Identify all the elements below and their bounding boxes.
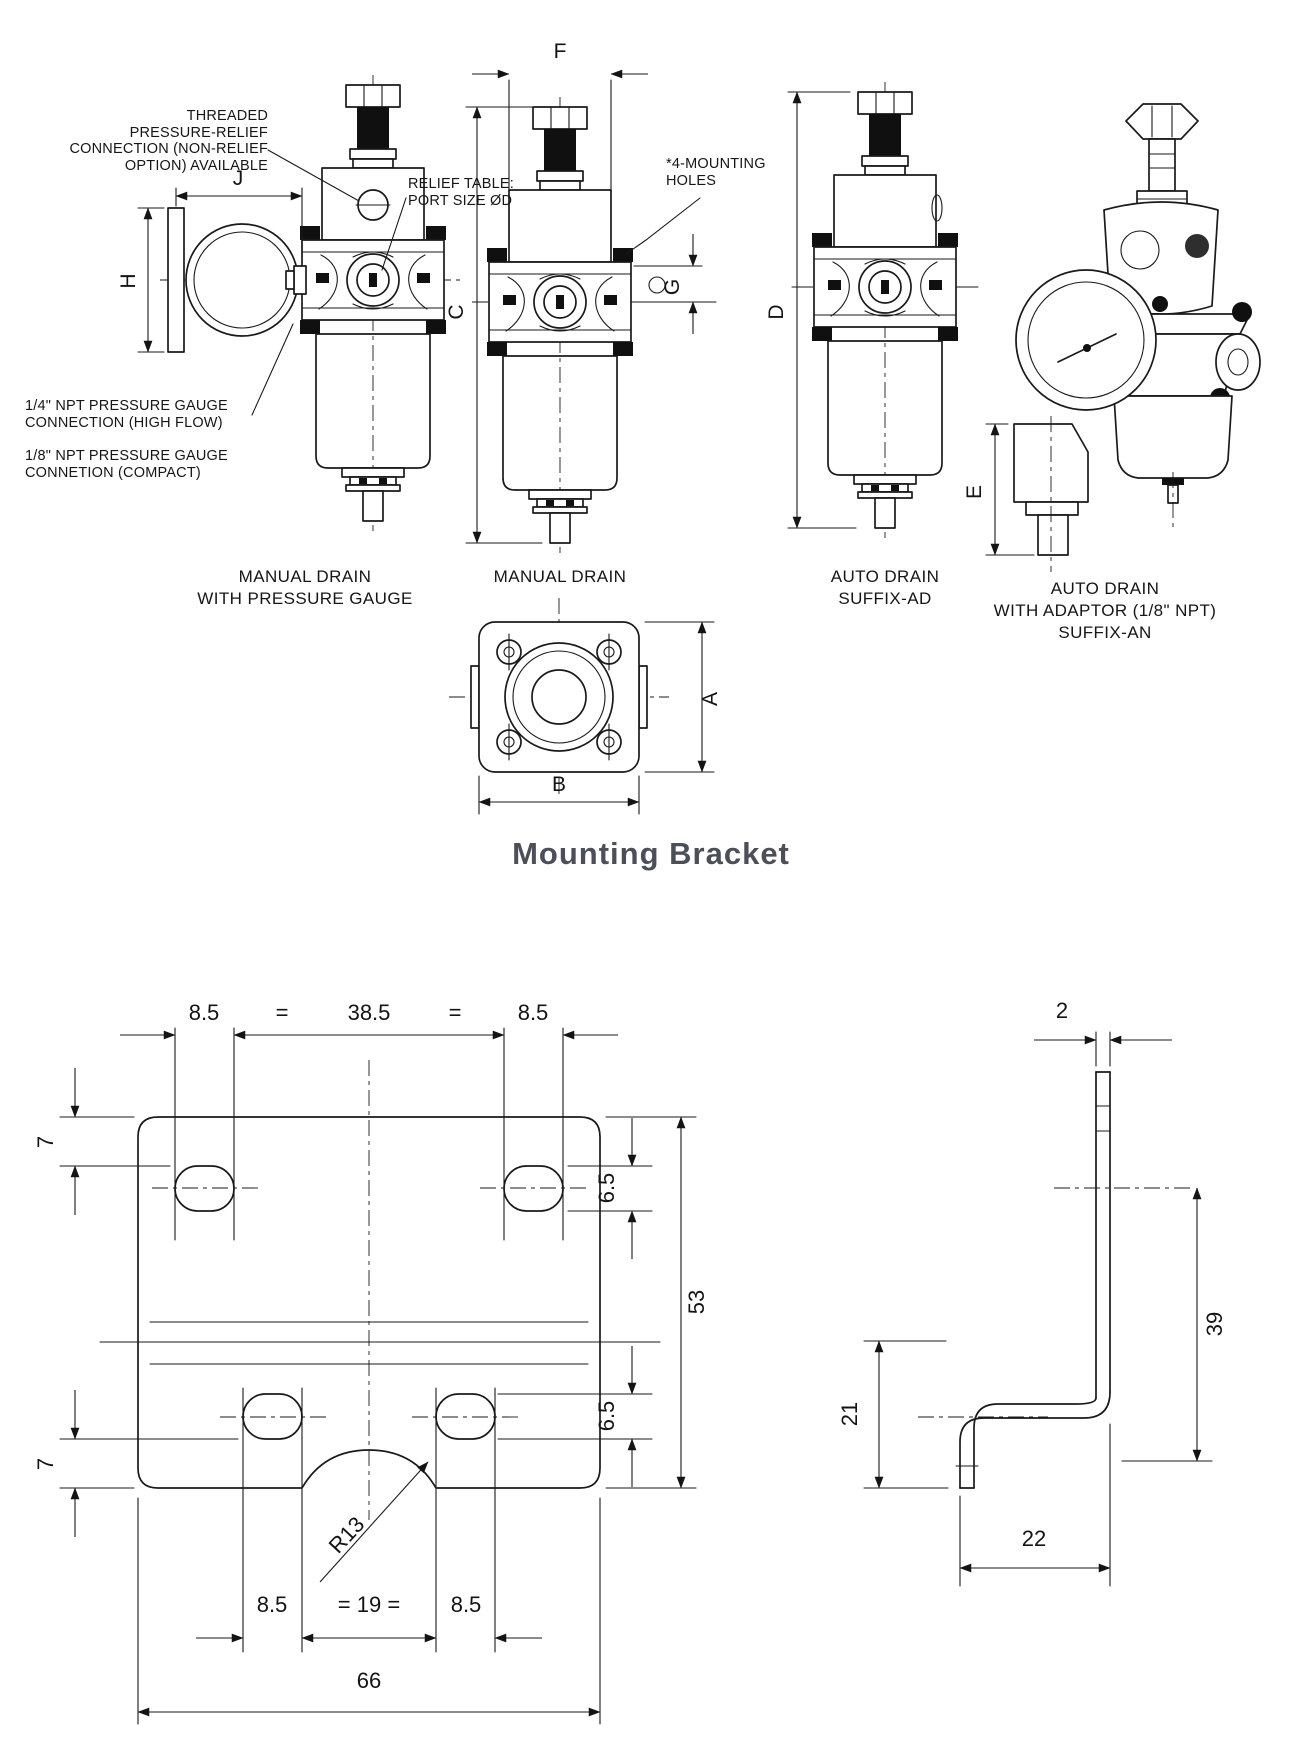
dim-label-j: J [233, 167, 244, 190]
caption-view-manual-drain: MANUAL DRAIN [493, 567, 627, 586]
view-manual-drain-with-gauge: J H [117, 74, 462, 532]
dim-top-left: 8.5 [189, 1000, 220, 1025]
caption-view-auto-drain: AUTO DRAIN SUFFIX-AD [830, 567, 940, 609]
dim-overall-width: 66 [357, 1668, 381, 1693]
view-auto-drain: D [765, 81, 979, 539]
section-title: Mounting Bracket [512, 836, 790, 871]
dim-label-h: H [117, 273, 140, 288]
dim-bottom-left: 8.5 [257, 1592, 288, 1617]
leader-lines [251, 149, 701, 416]
dim-right-height: 53 [684, 1290, 709, 1314]
dim-label-c: C [445, 304, 468, 319]
dim-left-top: 7 [33, 1136, 58, 1148]
view-auto-drain-adaptor-iso: E [963, 103, 1261, 572]
dim-top-right: 8.5 [518, 1000, 549, 1025]
dim-label-b: B [552, 773, 566, 796]
caption-view-manual-drain-gauge: MANUAL DRAIN WITH PRESSURE GAUGE [197, 567, 413, 609]
dim-top-center: 38.5 [348, 1000, 391, 1025]
dim-bottom-center: = 19 = [338, 1592, 400, 1617]
caption-view-auto-drain-adaptor: AUTO DRAIN WITH ADAPTOR (1/8" NPT) SUFFI… [993, 579, 1217, 643]
dim-right-top: 6.5 [594, 1173, 619, 1204]
dim-eq-left: = [276, 1000, 289, 1025]
dim-left-bottom: 7 [33, 1458, 58, 1470]
callout-threaded-relief: THREADED PRESSURE-RELIEF CONNECTION (NON… [69, 108, 268, 174]
dim-leg: 21 [837, 1402, 862, 1426]
dim-label-e: E [963, 485, 986, 499]
dim-height: 39 [1202, 1312, 1227, 1336]
dim-label-g: G [661, 279, 684, 295]
callout-mounting-holes: *4-MOUNTING HOLES [666, 156, 766, 189]
view-manual-drain: F C G [445, 40, 717, 554]
dim-label-d: D [765, 304, 788, 319]
dim-right-bottom: 6.5 [594, 1401, 619, 1432]
dim-bottom-right: 8.5 [451, 1592, 482, 1617]
callout-relief-table: RELIEF TABLE: PORT SIZE ØD [408, 176, 515, 209]
bracket-front-view: 8.5 = 38.5 = 8.5 7 7 6.5 6.5 53 [33, 1000, 709, 1725]
dim-radius: R13 [324, 1512, 370, 1559]
bracket-side-view: 2 21 39 22 [837, 998, 1227, 1587]
callout-gauge-high-flow: 1/4" NPT PRESSURE GAUGE CONNECTION (HIGH… [25, 398, 228, 431]
callout-gauge-compact: 1/8" NPT PRESSURE GAUGE CONNETION (COMPA… [25, 448, 228, 481]
dim-depth: 22 [1022, 1526, 1046, 1551]
dim-label-f: F [554, 40, 567, 63]
view-bottom-flange: A B [449, 598, 722, 815]
dim-label-a: A [699, 692, 722, 706]
dim-thickness: 2 [1056, 998, 1068, 1023]
dim-eq-right: = [449, 1000, 462, 1025]
